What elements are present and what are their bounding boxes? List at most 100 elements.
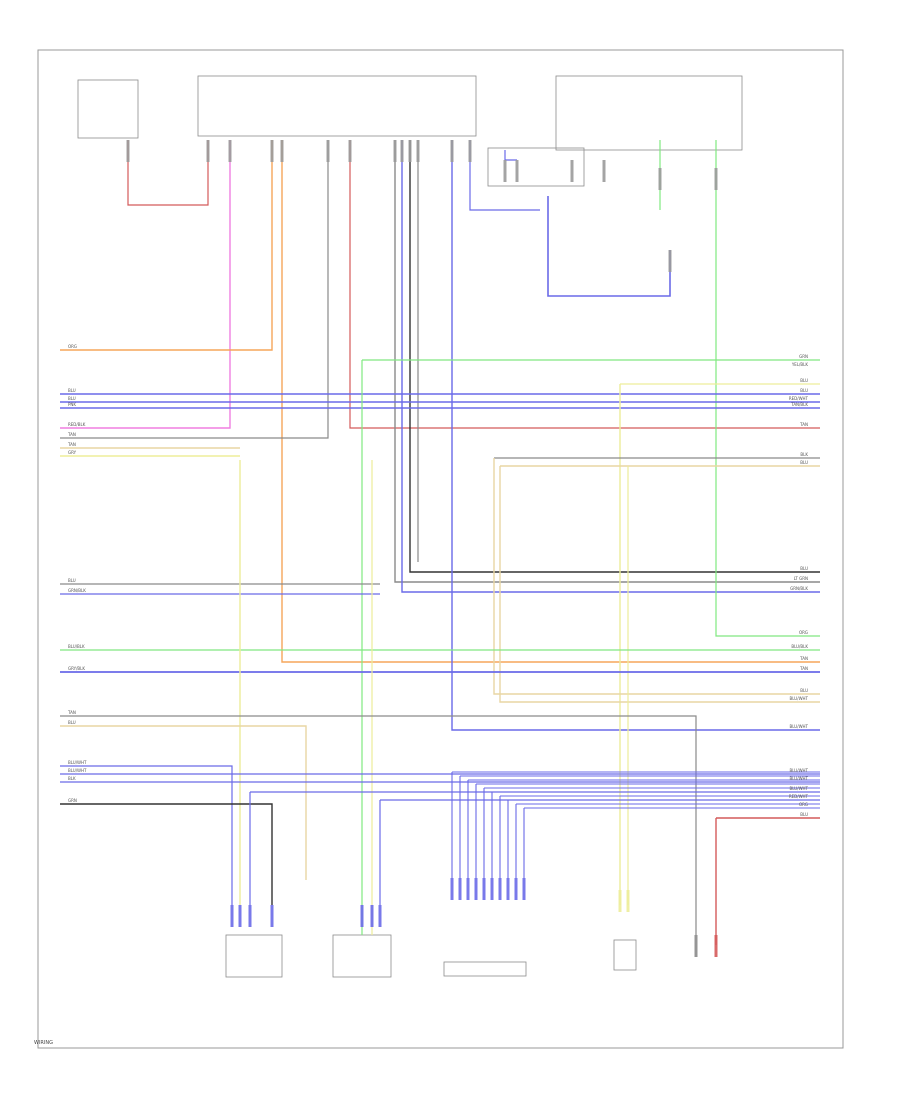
wire-label: TAN [67,442,76,447]
wire-label: BLK [800,452,808,457]
wire-org [60,140,273,351]
wire-label: PNK [68,402,76,407]
wire-label: BLU [68,388,76,393]
connector-pin [602,160,606,182]
wire-label: ORG [799,630,808,635]
wire-label: GRN/BLK [68,588,86,593]
wire-tan-4 [493,458,820,695]
wire-label: GRN/BLK [790,586,808,591]
wire-blk-2 [60,803,273,905]
connector-pin [694,935,698,957]
diagram-frame [37,49,844,1049]
wire-label: TAN [67,710,76,715]
connector-pin [515,160,519,182]
wire-pnk [60,140,231,429]
ect-sensor-box [77,79,139,139]
wire-label: BLU [800,460,808,465]
wire-gry-blk [60,715,697,935]
connector-pin [668,250,672,272]
connector-pin [466,878,470,900]
wire-label: BLU/WHT [790,786,809,791]
connector-pin [714,935,718,957]
wire-label: GRY/BLK [68,666,85,671]
connector-pin [450,140,454,162]
connector-pin [714,168,718,190]
connector-pin [482,878,486,900]
wire-label: BLU/BLK [68,644,85,649]
connector-pin [626,890,630,912]
connector-pin [506,878,510,900]
wire-label: BLU [800,566,808,571]
wire-label: GRN [799,354,808,359]
connector-pin [468,140,472,162]
connector-pin [280,140,284,162]
wire-label: BLU/WHT [790,776,809,781]
wire-gry [60,140,329,439]
wire-blu-4 [547,196,671,297]
fuel-pump-relay-box [555,75,743,151]
wire-label: TAN [799,422,808,427]
wire-label: RED/BLK [68,422,86,427]
wire-red [349,140,820,429]
wire-tan-5 [499,466,820,703]
wire-label: ORG [68,344,77,349]
connector-pin [378,905,382,927]
wire-label: BLU/WHT [790,768,809,773]
connector-pin [498,878,502,900]
wire-label: BLU/BLK [791,644,808,649]
wire-label: BLU [68,720,76,725]
wire-label: TAN [799,666,808,671]
wire-ect-loop [127,140,209,206]
wire-grn-2 [715,140,820,637]
connector-pin [474,878,478,900]
connector-pin [400,140,404,162]
wire-blu-7 [60,765,233,905]
ho2s-1-box [225,934,283,978]
connector-pin [326,140,330,162]
connector-pin [248,905,252,927]
connector-pin [416,140,420,162]
wire-label: YEL/BLK [791,362,809,367]
wire-label: TAN [67,432,76,437]
wire-label: BLU [800,688,808,693]
connector-pin [522,878,526,900]
wire-org-2 [281,140,820,663]
iat-sensor-box [613,939,637,971]
wire-blu [401,140,820,593]
connector-pin [450,878,454,900]
diagram-watermark: WIRING [34,1040,53,1046]
connector-pin [458,878,462,900]
wire-label: ORG [799,802,808,807]
connector-pin [393,140,397,162]
connector-pin [270,140,274,162]
wire-label: BLU/WHT [68,768,87,773]
connector-pin [503,160,507,182]
connector-pin [490,878,494,900]
wire-label: BLU/WHT [790,696,809,701]
injector-box [443,961,527,977]
wire-label: BLU [800,388,808,393]
connector-pin [228,140,232,162]
wire-label: BLU [800,812,808,817]
wire-label: LT GRN [794,576,808,581]
wire-blu-5 [504,150,517,161]
connector-pin [230,905,234,927]
wire-blk [409,140,820,573]
connector-pin [348,140,352,162]
connector-pin [126,140,130,162]
wire-label: RED/WHT [789,794,809,799]
ecm-top-connector-box [197,75,477,137]
connector-pin [570,160,574,182]
wire-label: GRN [68,798,77,803]
connector-pin [408,140,412,162]
wire-gry-2 [394,140,820,583]
ho2s-2-box [332,934,392,978]
wire-label: BLU [68,396,76,401]
wire-label: BLK [68,776,76,781]
connector-pin [206,140,210,162]
wire-label: BLU/WHT [790,724,809,729]
wire-label: GRY [68,450,77,455]
wire-label: RED/WHT [789,396,809,401]
wire-label-layer: ORGBLUBLUPNKRED/BLKTANTANGRYBLUGRN/BLKBL… [67,344,809,817]
